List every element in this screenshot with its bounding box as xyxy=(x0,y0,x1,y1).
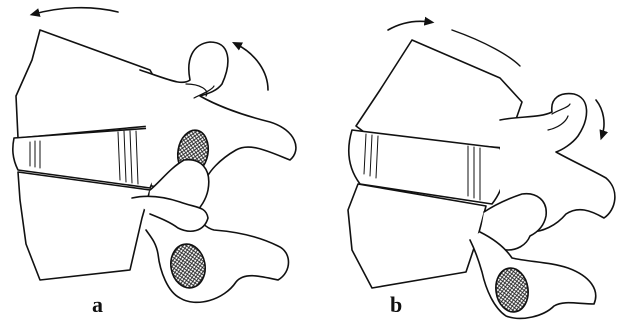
lower-vertebral-body xyxy=(18,172,150,280)
panel-a xyxy=(13,8,296,303)
upper-vertebral-body xyxy=(356,40,522,148)
rotation-arrow-right-b xyxy=(596,100,604,136)
upper-posterior-elements xyxy=(140,42,296,193)
lower-posterior-elements xyxy=(470,232,596,318)
upper-vertebral-body xyxy=(16,30,160,138)
panel-b xyxy=(348,21,615,318)
panel-label-b: b xyxy=(390,292,402,317)
rotation-arrow-top-b-right xyxy=(452,30,520,66)
rotation-arrow-top-b xyxy=(388,21,430,30)
panel-label-a: a xyxy=(92,292,103,317)
rotation-arrow-right-a xyxy=(236,44,268,90)
lower-posterior-elements xyxy=(146,160,289,303)
rotation-arrow-top-left xyxy=(34,8,118,14)
